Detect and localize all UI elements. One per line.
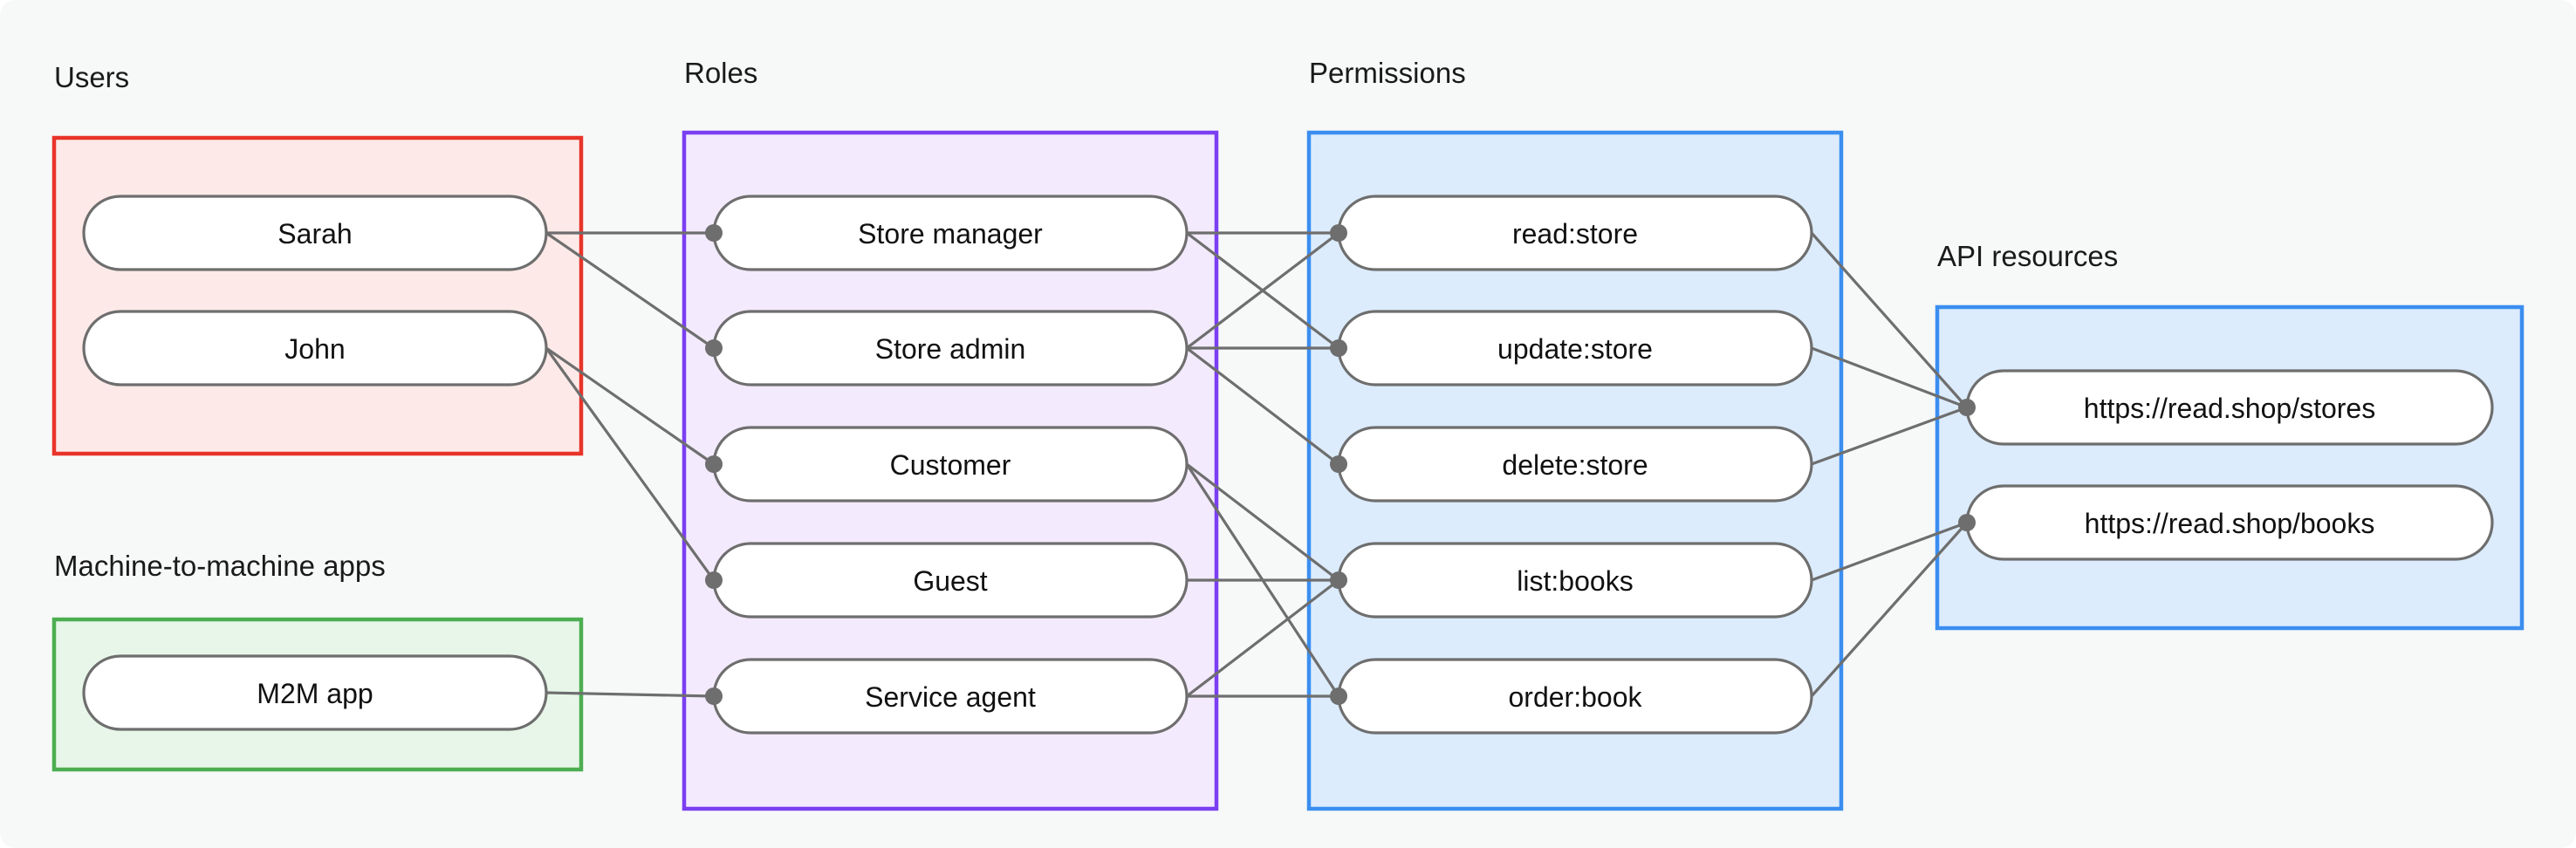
node-john[interactable] xyxy=(82,310,548,386)
edge-delete-store-to-res-stores xyxy=(1811,406,1968,466)
node-label-order-book: order:book xyxy=(1509,681,1643,713)
node-label-john: John xyxy=(284,333,345,365)
node-label-delete-store: delete:store xyxy=(1502,449,1648,481)
node-label-sarah: Sarah xyxy=(277,218,352,250)
node-label-customer: Customer xyxy=(890,449,1011,481)
group-box-apiresources xyxy=(1935,304,2525,631)
edge-service-agent-to-list-books xyxy=(1186,578,1339,698)
port-dot-order-book xyxy=(1330,687,1347,705)
ports-layer xyxy=(705,224,1976,705)
group-label-permissions: Permissions xyxy=(1309,57,1466,89)
node-label-m2mapp: M2M app xyxy=(257,678,373,709)
edge-order-book-to-res-books xyxy=(1810,521,1969,698)
edge-sarah-to-store-admin xyxy=(545,231,715,350)
port-dot-res-stores xyxy=(1958,399,1976,416)
node-label-read-store: read:store xyxy=(1512,218,1638,250)
node-label-service-agent: Service agent xyxy=(865,681,1036,713)
group-box-users xyxy=(51,135,584,456)
group-label-apiresources: API resources xyxy=(1937,240,2118,272)
group-label-m2m: Machine-to-machine apps xyxy=(54,550,386,582)
port-dot-delete-store xyxy=(1330,455,1347,473)
node-label-update-store: update:store xyxy=(1497,333,1653,365)
edge-john-to-guest xyxy=(545,347,716,581)
port-dot-update-store xyxy=(1330,339,1347,357)
node-label-store-admin: Store admin xyxy=(875,333,1026,365)
port-dot-service-agent xyxy=(705,687,723,705)
node-label-guest: Guest xyxy=(913,565,987,597)
edge-customer-to-list-books xyxy=(1186,462,1339,582)
port-dot-res-books xyxy=(1958,514,1976,531)
edge-store-admin-to-delete-store xyxy=(1186,346,1339,466)
port-dot-read-store xyxy=(1330,224,1347,242)
edge-update-store-to-res-stores xyxy=(1811,346,1968,409)
group-label-roles: Roles xyxy=(684,57,757,89)
edge-john-to-customer xyxy=(545,346,715,466)
edge-m2mapp-to-service-agent xyxy=(545,691,715,698)
port-dot-store-admin xyxy=(705,339,723,357)
node-sarah[interactable] xyxy=(82,195,548,271)
node-label-store-manager: Store manager xyxy=(858,218,1043,250)
port-dot-list-books xyxy=(1330,571,1347,589)
node-m2mapp[interactable] xyxy=(82,654,548,731)
group-label-users: Users xyxy=(54,61,129,93)
port-dot-store-manager xyxy=(705,224,723,242)
edges-layer xyxy=(545,231,1969,698)
port-dot-guest xyxy=(705,571,723,589)
port-dot-customer xyxy=(705,455,723,473)
edge-list-books-to-res-books xyxy=(1811,521,1968,582)
edge-read-store-to-res-stores xyxy=(1810,231,1969,409)
node-label-list-books: list:books xyxy=(1517,565,1633,597)
edge-store-admin-to-read-store xyxy=(1186,231,1339,350)
node-label-res-stores: https://read.shop/stores xyxy=(2084,393,2375,424)
node-label-res-books: https://read.shop/books xyxy=(2085,508,2375,539)
